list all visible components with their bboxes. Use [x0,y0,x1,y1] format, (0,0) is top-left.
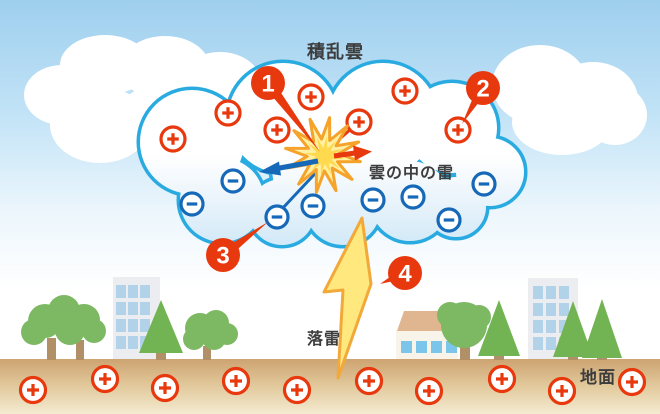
round-tree [437,302,491,360]
badge-4: 4 [380,256,422,290]
lightning-strike-label: 落雷 [307,331,342,348]
positive-charge-icon [297,83,325,111]
conifer-tree [139,300,183,360]
positive-charge-icon [263,116,291,144]
positive-charge-icon [444,116,472,144]
negative-charge-icon [264,204,290,230]
conifer-tree [478,300,520,360]
ground-scenery [21,277,622,360]
in-cloud-lightning-label: 雲の中の雷 [369,165,455,182]
negative-charge-icon [360,187,386,213]
ground-charges [18,364,647,406]
positive-charge-icon [547,376,577,406]
discharge-arrows [259,145,372,176]
negative-charge-icon [400,184,426,210]
negative-charge-icon [179,191,205,217]
spark-core-icon [304,136,344,176]
positive-charge-icon [159,125,187,153]
positive-charge-icon [18,375,48,405]
badge-1: 1 [251,66,320,152]
positive-charge-icon [221,366,251,396]
positive-charge-icon [282,375,312,405]
positive-charge-icon [354,366,384,396]
badge-number: 1 [261,71,274,98]
positive-charge-icon [391,77,419,105]
negative-charge-icon [300,193,326,219]
bushy-tree-pair [21,295,106,360]
badge-number: 4 [398,261,412,288]
ground-label: 地面 [580,368,616,387]
number-badges: 1 2 3 4 [206,66,500,290]
positive-charge-icon [150,373,180,403]
positive-charge-icon [214,99,242,127]
positive-charge-icon [617,367,647,397]
left-discharge-arrow [259,158,319,176]
lightning-bolt [322,216,373,380]
cloud-charges [159,77,497,233]
negative-charge-icon [220,168,246,194]
bushy-tree [183,310,238,360]
right-discharge-arrow [333,145,372,161]
badge-2: 2 [462,71,500,124]
positive-charge-icon [414,376,444,406]
positive-charge-icon [487,364,517,394]
negative-charge-icon [436,207,462,233]
badge-number: 3 [216,243,229,270]
conifer-tree-pair [553,299,622,360]
cumulonimbus-label: 積乱雲 [307,42,364,62]
positive-charge-icon [345,108,373,136]
badge-number: 2 [476,76,489,103]
badge-3: 3 [206,222,268,272]
negative-charge-icon [471,171,497,197]
positive-charge-icon [90,364,120,394]
